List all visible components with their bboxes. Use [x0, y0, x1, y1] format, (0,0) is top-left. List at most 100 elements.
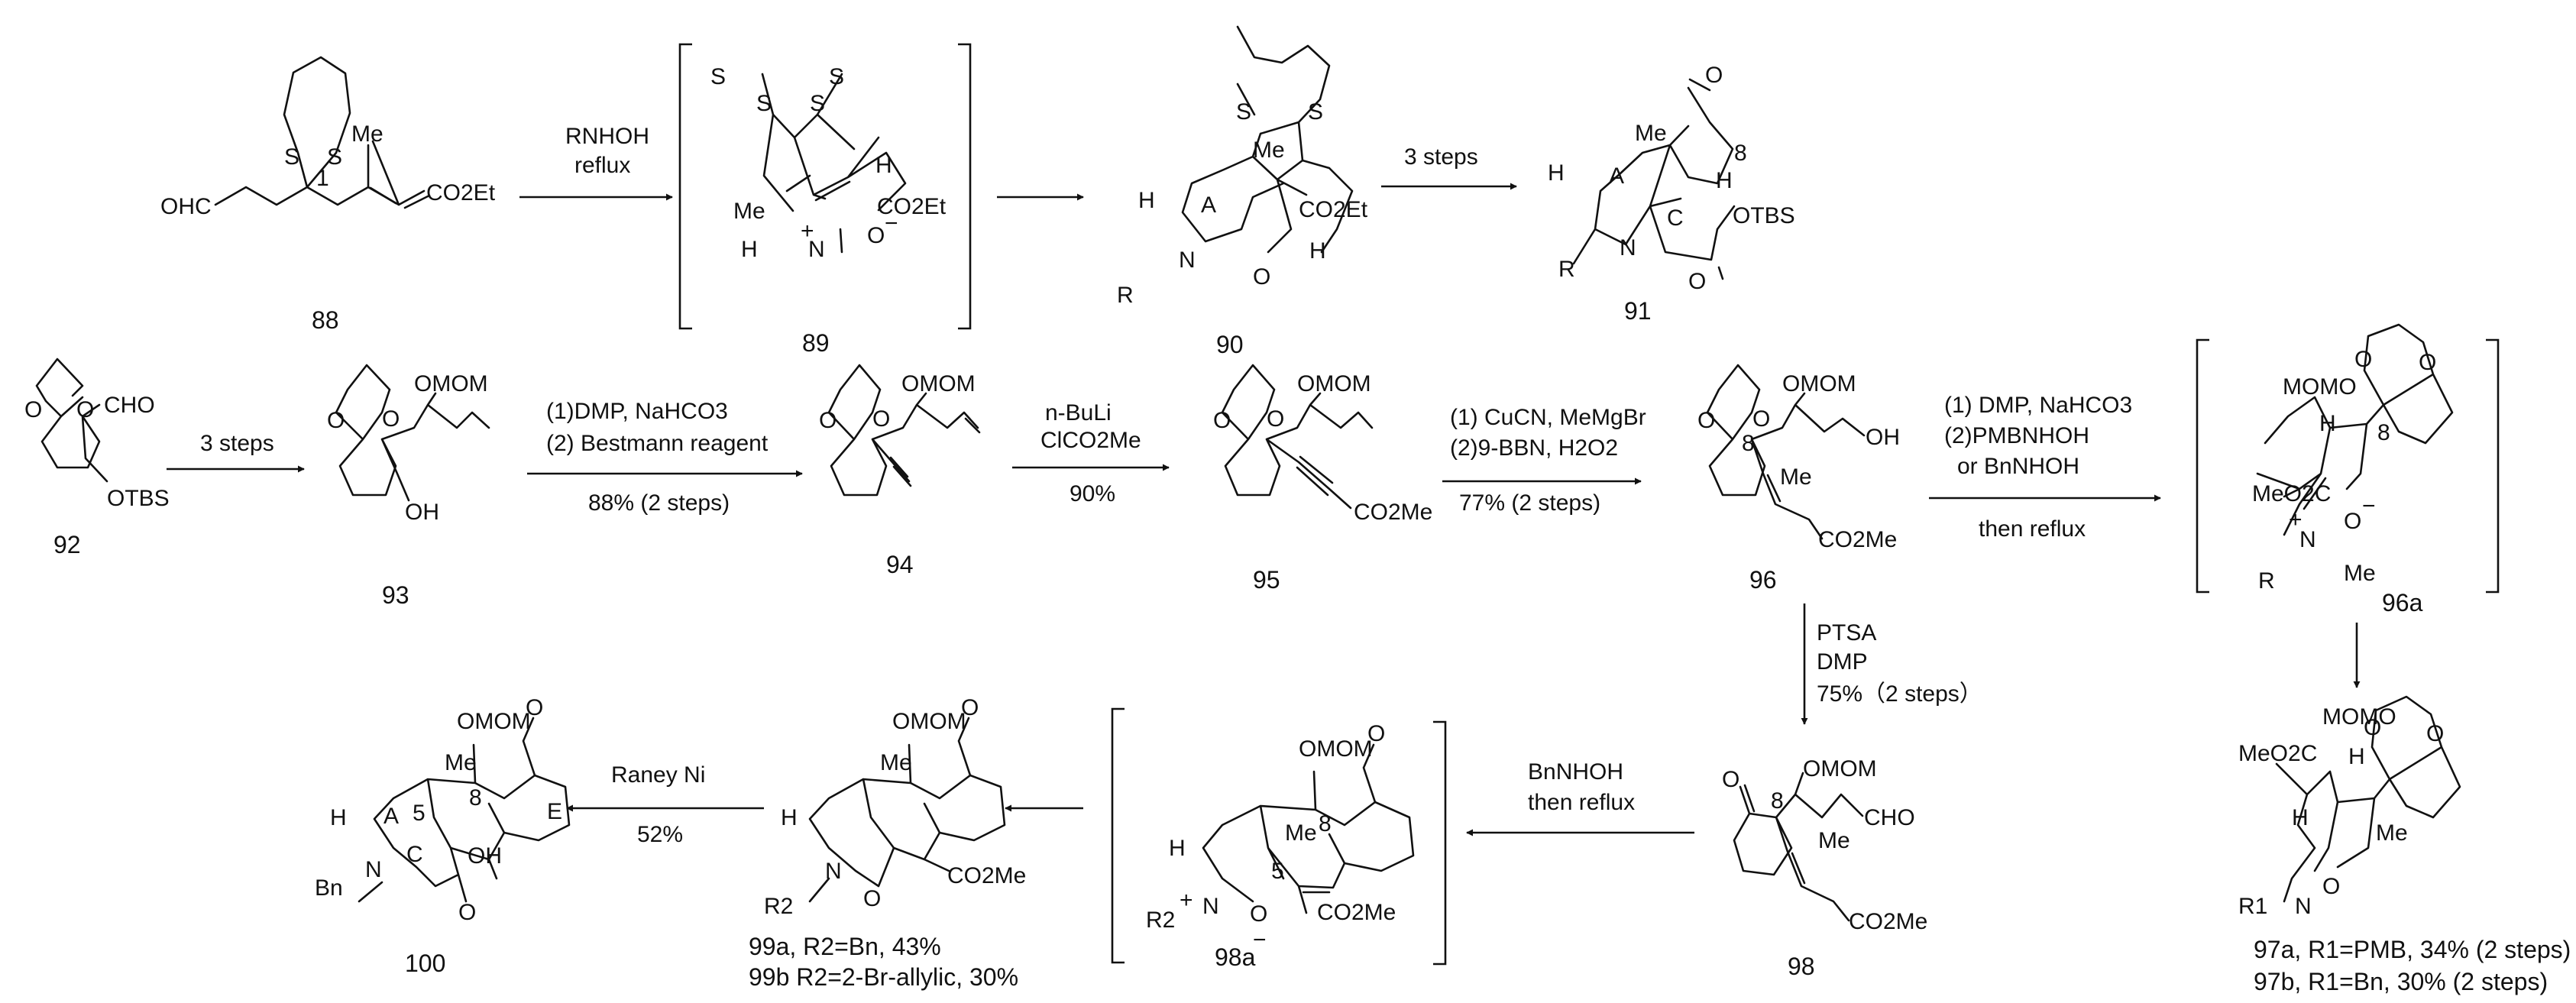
c100-label: Me — [445, 750, 477, 775]
c89-id: 89 — [802, 329, 830, 357]
compound-89-bonds — [761, 73, 907, 254]
c96a-label: − — [2362, 493, 2376, 519]
c96a-id: 96a — [2382, 589, 2423, 616]
c99-label: R2 — [764, 894, 793, 919]
compound-97-bonds — [2275, 695, 2461, 903]
c91-label: N — [1620, 235, 1636, 260]
c96-label: CO2Me — [1818, 527, 1897, 552]
reaction-arrow-a9: PTSA DMP 75%（2 steps） — [1801, 603, 1982, 725]
c90-label: R — [1117, 283, 1134, 308]
compound-95: O O OMOM CO2Me 95 — [1213, 364, 1432, 594]
compound-96: O O OMOM 8 Me OH CO2Me 96 — [1697, 364, 1900, 594]
c89-label: S — [829, 64, 844, 89]
c90-label: H — [1138, 188, 1155, 213]
compound-95-bonds — [1221, 364, 1374, 510]
c91-label: R — [1558, 257, 1575, 282]
a9-reagent: 75%（2 steps） — [1817, 681, 1982, 707]
c97-label: Me — [2376, 820, 2408, 846]
a3-reagent: 3 steps — [1404, 144, 1478, 170]
compound-93: O O OMOM OH 93 — [327, 364, 490, 609]
compound-98: O 8 OMOM Me CHO CO2Me 98 — [1722, 756, 1927, 980]
reaction-arrow-a3: 3 steps — [1381, 144, 1517, 190]
c100-label: 5 — [413, 801, 426, 826]
c98-label: CHO — [1864, 805, 1915, 830]
c100-id: 100 — [405, 950, 445, 977]
compound-88: OHC S S 1 Me CO2Et 88 — [160, 56, 496, 334]
c100-label: 8 — [469, 785, 482, 810]
c93-id: 93 — [382, 581, 409, 609]
c97-label: O — [2364, 715, 2381, 740]
c96-label: O — [1697, 408, 1715, 433]
a12-reagent: 52% — [637, 822, 683, 847]
a1-reagent: reflux — [574, 153, 630, 178]
c96a-label: + — [2289, 507, 2303, 532]
compound-90: S S Me H A R N O CO2Et H 90 — [1117, 25, 1368, 358]
c90-label: N — [1179, 248, 1196, 273]
a5-reagent: 88% (2 steps) — [588, 490, 730, 516]
c97-label: N — [2295, 894, 2312, 919]
compound-97: MOMO O O MeO2C H H Me N O R1 97a, R1=PMB… — [2238, 695, 2571, 995]
c89-label: + — [801, 218, 814, 244]
c96a-label: MOMO — [2283, 374, 2357, 400]
a5-reagent: (2) Bestmann reagent — [546, 431, 769, 456]
c89-label: H — [875, 153, 892, 178]
c89-label: CO2Et — [877, 194, 947, 219]
a10-reagent: BnNHOH — [1528, 759, 1623, 785]
c88-label: CO2Et — [426, 180, 496, 205]
compound-96a-bonds — [2256, 323, 2454, 536]
c99-label: O — [863, 886, 881, 911]
compound-96-bonds — [1706, 364, 1866, 540]
a8-reagent: or BnNHOH — [1957, 454, 2079, 479]
c97-label: O — [2322, 874, 2340, 899]
a8-reagent: (1) DMP, NaHCO3 — [1944, 393, 2132, 418]
c90-label: S — [1236, 99, 1251, 125]
c92-label: CHO — [104, 393, 155, 418]
c90-label: H — [1309, 238, 1326, 264]
c99-label: OMOM — [892, 709, 966, 734]
c100-label: H — [330, 805, 347, 830]
c93-label: OMOM — [414, 371, 488, 396]
c98a-id: 98a — [1215, 943, 1256, 971]
c95-id: 95 — [1253, 566, 1280, 594]
c92-label: OTBS — [107, 486, 170, 511]
c98-label: 8 — [1771, 788, 1784, 814]
a5-reagent: (1)DMP, NaHCO3 — [546, 399, 728, 424]
product-97a: 97a, R1=PMB, 34% (2 steps) — [2254, 936, 2571, 963]
reaction-arrow-a12: Raney Ni 52% — [566, 762, 764, 847]
c91-label: OTBS — [1733, 203, 1795, 228]
c93-label: O — [382, 406, 400, 432]
c95-label: CO2Me — [1354, 500, 1432, 525]
compound-100: OMOM O Me 8 E H A 5 C OH Bn N O 100 — [315, 695, 571, 977]
c98-label: CO2Me — [1849, 909, 1927, 934]
c88-id: 88 — [312, 306, 339, 334]
c91-label: O — [1688, 269, 1706, 294]
c98a-label: O — [1367, 721, 1385, 746]
c94-label: O — [819, 408, 837, 433]
compound-93-bonds — [335, 364, 490, 502]
a7-reagent: (1) CuCN, MeMgBr — [1450, 405, 1646, 430]
c100-label: OH — [468, 843, 502, 869]
c99-label: H — [781, 805, 798, 830]
c90-label: S — [1308, 99, 1323, 125]
c99-label: Me — [880, 750, 912, 775]
a8-reagent: (2)PMBNHOH — [1944, 423, 2089, 448]
c90-label: Me — [1253, 138, 1285, 163]
c96-id: 96 — [1749, 566, 1777, 594]
c92-label: O — [76, 397, 94, 422]
c97-label: O — [2426, 721, 2444, 746]
product-99a: 99a, R2=Bn, 43% — [749, 933, 941, 960]
c90-id: 90 — [1216, 331, 1244, 358]
a10-reagent: then reflux — [1528, 790, 1635, 815]
compound-90-bonds — [1181, 25, 1354, 254]
c88-label: OHC — [160, 194, 212, 219]
c98-label: Me — [1818, 828, 1850, 853]
c97-label: H — [2348, 744, 2365, 769]
a9-reagent: PTSA — [1817, 620, 1876, 645]
c96a-label: N — [2299, 527, 2316, 552]
c96a-label: Me — [2344, 561, 2376, 586]
c96-label: 8 — [1742, 431, 1755, 456]
c89-label: S — [710, 64, 726, 89]
c94-label: O — [872, 406, 890, 432]
reaction-arrow-a5: (1)DMP, NaHCO3 (2) Bestmann reagent 88% … — [527, 399, 803, 516]
c95-label: O — [1267, 406, 1284, 432]
